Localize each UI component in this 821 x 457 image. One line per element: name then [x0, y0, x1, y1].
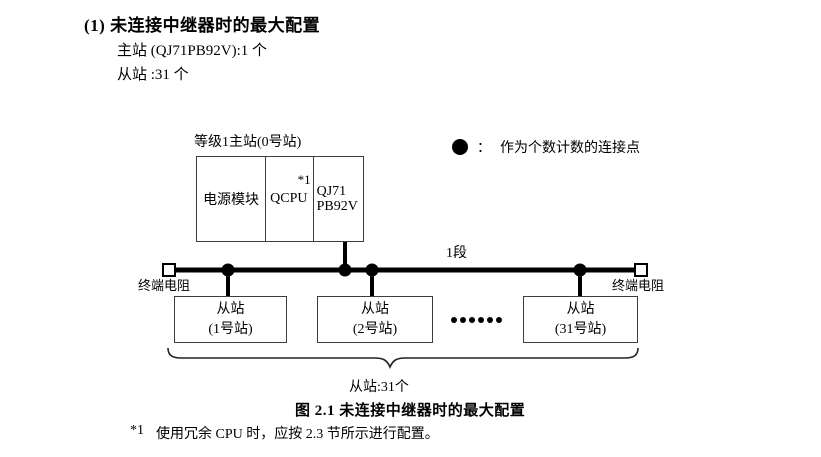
- slave-station-31-box: 从站 (31号站): [523, 296, 638, 343]
- cpu-footnote-ref: *1: [297, 172, 311, 187]
- legend: ： 作为个数计数的连接点: [452, 137, 640, 157]
- master-count-line: 主站 (QJ71PB92V):1 个: [117, 43, 268, 59]
- slave-station-1-box: 从站 (1号站): [174, 296, 287, 343]
- terminator-left-icon: [162, 263, 176, 277]
- slave-count-label: 从站:31个: [349, 380, 409, 395]
- network-module-line1: QJ71: [316, 184, 347, 199]
- slave-31-station: (31号站): [554, 321, 607, 337]
- network-module-cell: QJ71 PB92V: [314, 157, 363, 241]
- section-heading: (1) 未连接中继器时的最大配置: [84, 16, 321, 35]
- terminator-right-icon: [634, 263, 648, 277]
- slave-2-station: (2号站): [352, 321, 398, 337]
- slave-31-name: 从站: [566, 301, 595, 317]
- master-station-box: 电源模块 QCPU *1 QJ71 PB92V: [196, 156, 364, 242]
- terminator-right-label: 终端电阻: [612, 278, 665, 293]
- power-module-cell: 电源模块: [197, 157, 267, 241]
- figure-caption: 图 2.1 未连接中继器时的最大配置: [295, 403, 526, 419]
- cpu-cell: QCPU *1: [266, 157, 314, 241]
- legend-separator: ：: [477, 141, 491, 156]
- slave-count-line: 从站 :31 个: [117, 67, 189, 83]
- power-module-label: 电源模块: [203, 193, 260, 208]
- legend-text: 作为个数计数的连接点: [500, 141, 640, 156]
- more-slaves-ellipsis-icon: [451, 317, 502, 323]
- footnote: *1 使用冗余 CPU 时，应按 2.3 节所示进行配置。: [130, 423, 439, 443]
- terminator-left-label: 终端电阻: [138, 278, 191, 293]
- footnote-marker: *1: [130, 423, 144, 438]
- slave-1-name: 从站: [216, 301, 245, 317]
- master-station-label: 等级1主站(0号站): [194, 135, 302, 150]
- network-module-line2: PB92V: [316, 199, 358, 214]
- slave-1-station: (1号站): [208, 321, 253, 337]
- slave-station-2-box: 从站 (2号站): [317, 296, 433, 343]
- connection-dot-slave2: [365, 263, 379, 277]
- connection-dot-master: [338, 263, 352, 277]
- slave-2-name: 从站: [361, 301, 389, 317]
- slave-count-brace: [167, 347, 639, 370]
- footnote-text: 使用冗余 CPU 时，应按 2.3 节所示进行配置。: [156, 427, 439, 442]
- cpu-label: QCPU: [270, 191, 308, 206]
- connection-dot-slave31: [573, 263, 587, 277]
- connection-dot-slave1: [221, 263, 235, 277]
- connection-point-icon: [452, 139, 468, 155]
- segment-label: 1段: [446, 246, 467, 261]
